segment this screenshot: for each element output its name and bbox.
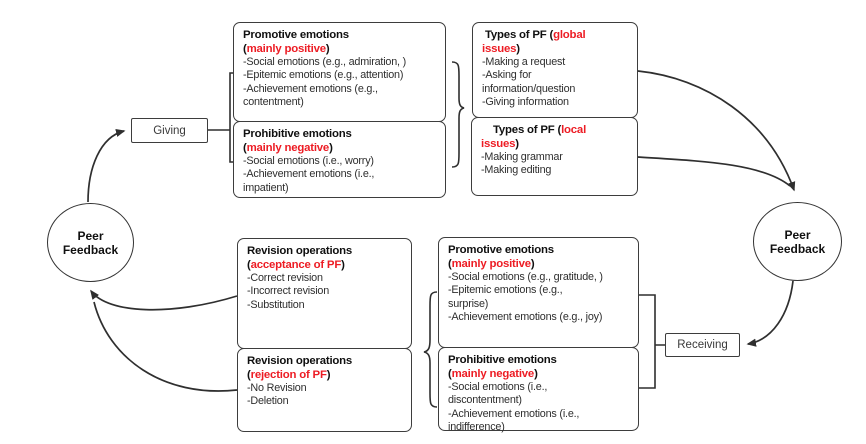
prohibitive-giving-heading-text: )	[329, 141, 333, 154]
promotive-giving-item-line: -Achievement emotions (e.g.,	[243, 82, 378, 95]
prohibitive-giving-item-line: -Achievement emotions (i.e.,	[243, 168, 375, 181]
types-local-item-line: -Making editing	[481, 164, 552, 177]
peer-feedback-label-line2: Feedback	[769, 241, 826, 256]
prohibitive-giving-heading: Prohibitive emotions(mainly negative)	[243, 128, 440, 155]
bracket-giving-to-emotions	[208, 72, 234, 163]
prohibitive-giving-item-line: -Social emotions (i.e., worry)	[243, 155, 374, 168]
giving-label: Giving	[153, 124, 186, 137]
promotive-giving-item-line: -Social emotions (e.g., admiration, )	[243, 56, 407, 69]
peer-feedback-node-left: Peer Feedback	[47, 203, 134, 282]
types-global-item-line: -Giving information	[482, 95, 569, 108]
types-local-item-line: -Making grammar	[481, 151, 563, 164]
types-global-heading-text: Types of PF (	[485, 29, 554, 41]
types-global-heading-text: )	[516, 42, 520, 55]
revision-acceptance-item-line: -Substitution	[247, 298, 305, 311]
revision-rejection-heading: Revision operations(rejection of PF)	[247, 355, 406, 382]
prohibitive-giving-heading-text: (	[243, 141, 247, 154]
revision-acceptance-heading-text: Revision operations	[247, 245, 353, 257]
promotive-receiving-item-line: -Social emotions (e.g., gratitude, )	[448, 271, 603, 284]
types-global-heading-accent: issues	[482, 42, 517, 55]
types-local-heading-text: )	[515, 137, 519, 150]
types-of-pf-local-box: Types of PF (local issues)-Making grammar…	[471, 117, 638, 196]
promotive-giving-heading-text: )	[325, 42, 330, 55]
prohibitive-receiving-heading-text: )	[534, 367, 538, 380]
prohibitive-receiving-item-line: -Achievement emotions (i.e.,	[448, 407, 580, 420]
receiving-node: Receiving	[665, 333, 740, 357]
revision-acceptance-item-line: -Correct revision	[247, 272, 323, 285]
types-global-item-line: -Asking for	[482, 69, 532, 82]
revision-operations-rejection-box: Revision operations(rejection of PF)-No …	[237, 348, 412, 432]
peer-feedback-label-line1: Peer	[784, 227, 811, 242]
promotive-receiving-heading-text: )	[530, 257, 535, 270]
revision-rejection-heading-text: Revision operations	[247, 355, 353, 367]
prohibitive-receiving-heading-text: (	[448, 367, 452, 380]
arrow-peer-feedback-to-receiving	[746, 280, 794, 347]
brace-emotions-to-revisions	[423, 291, 438, 408]
prohibitive-receiving-heading-text: Prohibitive emotions	[448, 354, 557, 366]
promotive-giving-heading-text: Promotive emotions	[243, 29, 349, 41]
prohibitive-giving-heading-accent: mainly negative	[246, 141, 330, 154]
revision-acceptance-heading: Revision operations(acceptance of PF)	[247, 245, 406, 272]
types-global-item-line: -Making a request	[482, 56, 566, 69]
types-local-heading-accent: issues	[481, 137, 516, 150]
prohibitive-receiving-heading-accent: mainly negative	[451, 367, 535, 380]
peer-feedback-node-right: Peer Feedback	[753, 202, 842, 281]
types-of-pf-global-box: Types of PF (global issues)-Making a requ…	[472, 22, 638, 118]
promotive-receiving-heading-text: Promotive emotions	[448, 244, 554, 256]
promotive-receiving-item-line: -Achievement emotions (e.g., joy)	[448, 310, 603, 323]
receiving-label: Receiving	[677, 339, 728, 351]
promotive-emotions-giving-box: Promotive emotions(mainly positive)-Soci…	[233, 22, 446, 122]
revision-acceptance-heading-text: )	[341, 258, 345, 271]
giving-node: Giving	[131, 118, 208, 143]
types-local-heading-accent: local	[561, 124, 587, 136]
types-global-item-line: information/question	[482, 82, 576, 95]
promotive-receiving-item-line: -Epitemic emotions (e.g.,	[448, 284, 563, 297]
revision-acceptance-heading-text: (	[247, 258, 251, 271]
bracket-receiving-to-emotions	[637, 294, 665, 389]
promotive-giving-heading: Promotive emotions(mainly positive)	[243, 29, 440, 56]
revision-rejection-heading-text: (	[247, 368, 251, 381]
arrow-types-global-to-peer-feedback	[637, 70, 796, 192]
types-global-heading: Types of PF (global issues)	[482, 29, 632, 56]
revision-rejection-heading-accent: rejection of PF	[250, 368, 327, 381]
prohibitive-emotions-giving-box: Prohibitive emotions(mainly negative)-So…	[233, 121, 446, 198]
types-local-heading: Types of PF (local issues)	[481, 124, 632, 151]
arrow-revision-acceptance-to-peer-feedback	[90, 289, 238, 311]
prohibitive-receiving-item-line: -Social emotions (i.e.,	[448, 381, 548, 394]
promotive-giving-item-line: contentment)	[243, 95, 304, 108]
revision-acceptance-heading-accent: acceptance of PF	[250, 258, 342, 271]
peer-feedback-label-line1: Peer	[77, 228, 104, 243]
arrow-revision-rejection-to-peer-feedback	[93, 301, 238, 392]
promotive-giving-heading-accent: mainly positive	[246, 42, 326, 55]
promotive-receiving-heading-accent: mainly positive	[451, 257, 531, 270]
brace-emotions-to-types	[451, 61, 465, 168]
promotive-emotions-receiving-box: Promotive emotions(mainly positive)-Soci…	[438, 237, 639, 348]
revision-rejection-item-line: -No Revision	[247, 382, 307, 395]
revision-operations-acceptance-box: Revision operations(acceptance of PF)-Co…	[237, 238, 412, 349]
promotive-giving-heading-text: (	[243, 42, 247, 55]
promotive-receiving-heading-text: (	[448, 257, 452, 270]
revision-acceptance-item-line: -Incorrect revision	[247, 285, 330, 298]
prohibitive-receiving-item-line: discontentment)	[448, 394, 522, 407]
promotive-receiving-item-line: surprise)	[448, 297, 489, 310]
promotive-giving-item-line: -Epitemic emotions (e.g., attention)	[243, 69, 404, 82]
promotive-receiving-heading: Promotive emotions(mainly positive)	[448, 244, 633, 271]
types-local-heading-text: Types of PF (	[493, 124, 562, 136]
prohibitive-giving-item-line: impatient)	[243, 181, 289, 194]
revision-rejection-item-line: -Deletion	[247, 395, 289, 408]
types-global-heading-accent: global	[553, 29, 586, 41]
revision-rejection-heading-text: )	[326, 368, 331, 381]
peer-feedback-label-line2: Feedback	[62, 242, 119, 257]
prohibitive-giving-heading-text: Prohibitive emotions	[243, 128, 352, 140]
arrow-types-local-to-peer-feedback	[636, 156, 791, 187]
arrow-peer-feedback-to-giving	[87, 128, 126, 203]
prohibitive-emotions-receiving-box: Prohibitive emotions(mainly negative)-So…	[438, 347, 639, 433]
prohibitive-receiving-heading: Prohibitive emotions(mainly negative)	[448, 354, 633, 381]
prohibitive-receiving-item-line: indifference)	[448, 420, 505, 433]
